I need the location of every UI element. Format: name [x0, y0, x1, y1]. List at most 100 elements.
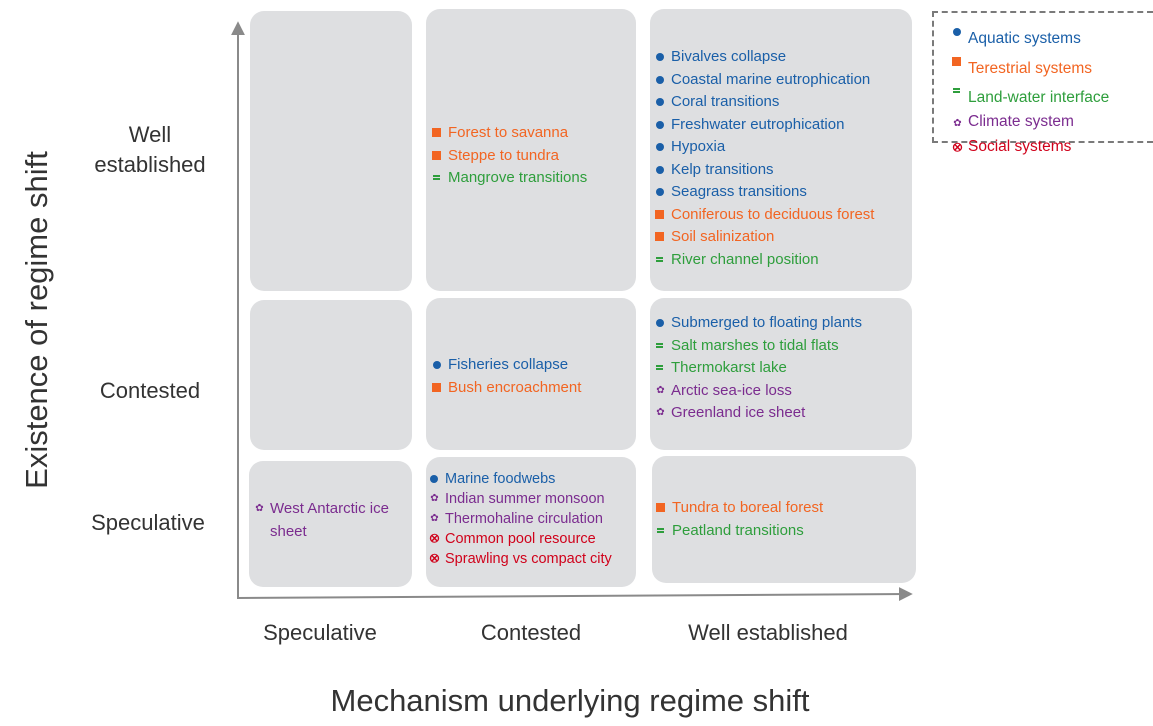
- item-label: Indian summer monsoon: [445, 491, 605, 507]
- x-axis: [236, 587, 913, 602]
- cell-contested-speculative: [250, 300, 412, 450]
- legend-item: Terestrial systems: [952, 51, 1153, 81]
- flower-icon: ✿: [656, 384, 665, 396]
- item-label: Peatland transitions: [672, 521, 804, 539]
- list-item: ✿ Arctic sea-ice loss: [655, 380, 912, 403]
- x-axis-title: Mechanism underlying regime shift: [330, 683, 810, 718]
- list-item: Thermokarst lake: [655, 357, 912, 380]
- square-icon: [432, 377, 443, 399]
- list-item: ✿ Indian summer monsoon: [429, 489, 636, 509]
- list-item: Kelp transitions: [655, 159, 912, 182]
- item-label: Climate system: [968, 112, 1074, 130]
- item-label: Bush encroachment: [448, 378, 582, 396]
- square-icon: [655, 204, 666, 226]
- list-item: Submerged to floating plants: [655, 312, 912, 335]
- item-label: Kelp transitions: [671, 160, 774, 178]
- row-label-contested: Contested: [99, 378, 201, 403]
- list-item: River channel position: [655, 249, 912, 272]
- list-item: Peatland transitions: [656, 520, 916, 543]
- circle-icon: [655, 181, 666, 203]
- row-label-speculative: Speculative: [91, 510, 205, 535]
- list-item: Hypoxia: [655, 136, 912, 159]
- list-item: Steppe to tundra: [432, 145, 636, 168]
- list-item: Forest to savanna: [432, 122, 636, 145]
- list-item: Mangrove transitions: [432, 167, 636, 190]
- circle-icon: [432, 354, 443, 376]
- equals-icon: [655, 357, 666, 379]
- item-label: Arctic sea-ice loss: [671, 381, 792, 399]
- square-icon: [432, 145, 443, 167]
- item-label: Coral transitions: [671, 93, 780, 110]
- circle-icon: [429, 469, 440, 489]
- item-label: Mangrove transitions: [448, 169, 588, 186]
- list-item: Tundra to boreal forest: [656, 497, 916, 520]
- list-item: Salt marshes to tidal flats: [655, 335, 912, 358]
- square-icon: [952, 51, 963, 73]
- cell-speculative-contested: Marine foodwebs ✿ Indian summer monsoon ✿ Th…: [426, 457, 636, 587]
- square-icon: [655, 226, 666, 248]
- list-item: ⭙ Common pool resource: [429, 529, 636, 549]
- item-label: Hypoxia: [671, 138, 726, 155]
- legend-item: ✿Climate system: [952, 110, 1153, 135]
- equals-icon: [655, 249, 666, 271]
- y-axis-title: Existence of regime shift: [19, 151, 54, 489]
- item-label: Greenland ice sheet: [671, 404, 806, 421]
- circle-icon: [655, 136, 666, 158]
- item-label: West Antarctic ice sheet: [270, 500, 389, 540]
- list-item: ✿ Thermohaline circulation: [429, 509, 636, 529]
- item-label: Fisheries collapse: [448, 356, 569, 373]
- cell-well-established-speculative: [250, 11, 412, 291]
- list-item: Bush encroachment: [432, 377, 636, 400]
- item-label: Terestrial systems: [968, 59, 1093, 77]
- item-label: Thermohaline circulation: [445, 511, 603, 527]
- circle-icon: [655, 159, 666, 181]
- drop-icon: ⭙: [952, 139, 963, 154]
- circle-icon: [655, 114, 666, 136]
- list-item: Marine foodwebs: [429, 469, 636, 489]
- flower-icon: ✿: [255, 503, 264, 514]
- legend-item: ⭙ Social systems: [952, 135, 1153, 159]
- item-label: Common pool resource: [445, 531, 596, 547]
- legend-item: Land-water interface: [952, 80, 1153, 110]
- row-label-well-established: Well established: [94, 122, 206, 177]
- flower-icon: ✿: [656, 407, 665, 418]
- equals-icon: [432, 167, 443, 189]
- list-item: Freshwater eutrophication: [655, 114, 912, 137]
- list-item: Coral transitions: [655, 91, 912, 114]
- circle-icon: [952, 21, 963, 43]
- item-label: Forest to savanna: [448, 124, 569, 141]
- drop-icon: ⭙: [429, 551, 440, 565]
- item-label: Coniferous to deciduous forest: [671, 205, 875, 223]
- flower-icon: ✿: [430, 493, 439, 504]
- circle-icon: [655, 91, 666, 113]
- drop-icon: ⭙: [429, 531, 440, 545]
- list-item: ✿ West Antarctic ice sheet: [254, 498, 412, 543]
- list-item: Coniferous to deciduous forest: [655, 204, 912, 227]
- item-label: Aquatic systems: [968, 30, 1081, 47]
- item-label: Submerged to floating plants: [671, 314, 862, 331]
- square-icon: [656, 497, 667, 519]
- square-icon: [432, 122, 443, 144]
- item-label: Thermokarst lake: [671, 359, 787, 376]
- list-item: ⭙Sprawling vs compact city: [429, 549, 636, 569]
- list-item: ✿ Greenland ice sheet: [655, 402, 912, 425]
- item-label: Coastal marine eutrophication: [671, 70, 871, 88]
- equals-icon: [952, 80, 963, 102]
- item-label: Social systems: [968, 137, 1072, 155]
- list-item: Soil salinization: [655, 226, 912, 249]
- list-item: Coastal marine eutrophication: [655, 69, 912, 92]
- item-label: Steppe to tundra: [448, 146, 559, 164]
- list-item: Fisheries collapse: [432, 354, 636, 377]
- circle-icon: [655, 312, 666, 334]
- flower-icon: ✿: [430, 513, 439, 524]
- list-item: Bivalves collapse: [655, 46, 912, 69]
- equals-icon: [655, 335, 666, 357]
- circle-icon: [655, 69, 666, 91]
- item-label: Land-water interface: [968, 89, 1110, 106]
